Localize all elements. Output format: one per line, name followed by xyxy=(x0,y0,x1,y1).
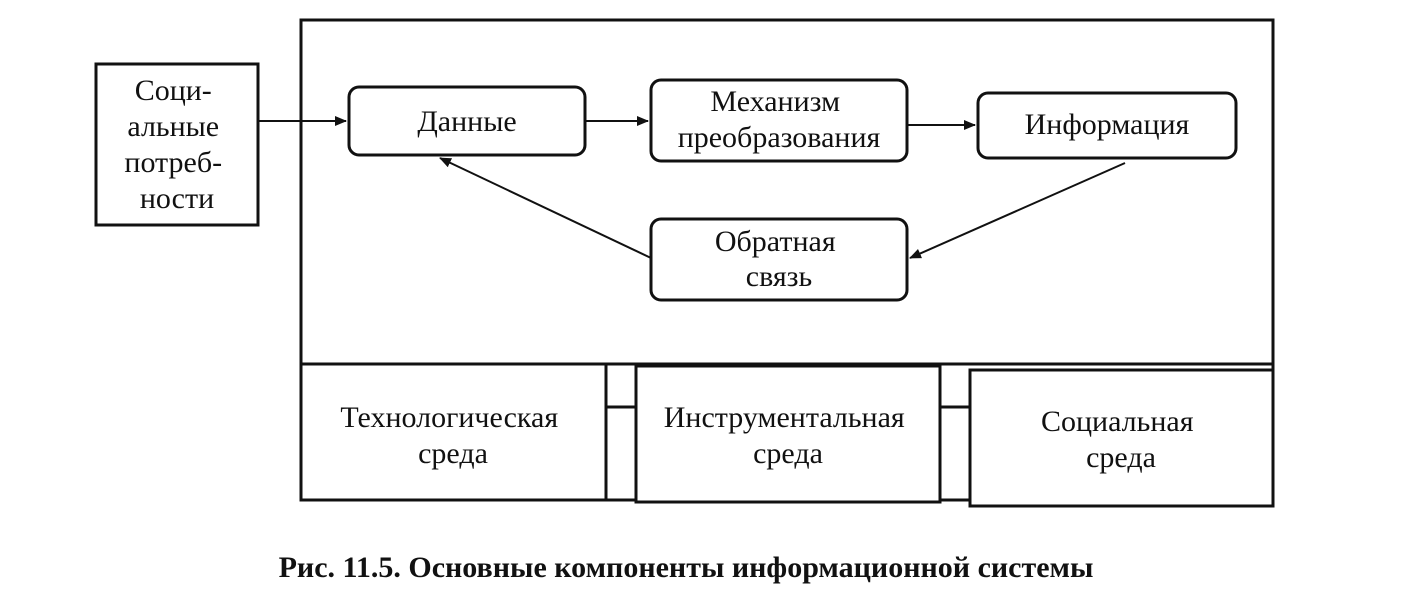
information-box xyxy=(976,91,1238,160)
arrow-information-to-feedback xyxy=(909,162,1126,259)
mechanism-label: Механизм преобразования xyxy=(678,85,881,154)
figure-caption: Рис. 11.5. Основные компоненты информаци… xyxy=(279,551,1094,584)
social-needs-label: Соци- альные потреб- ности xyxy=(124,74,229,215)
mechanism-box xyxy=(649,78,909,163)
instrumental-environment-label: Инструментальная среда xyxy=(664,401,912,470)
social-needs-box xyxy=(94,62,260,227)
feedback-box xyxy=(649,217,909,302)
technological-environment-label: Технологическая среда xyxy=(340,401,565,470)
information-label: Информация xyxy=(1025,108,1190,141)
data-label: Данные xyxy=(417,105,516,138)
arrow-feedback-to-data xyxy=(439,157,652,259)
feedback-label: Обратная связь xyxy=(715,225,843,293)
social-environment-label: Социальная среда xyxy=(1041,405,1201,474)
instrumental-environment-box xyxy=(634,364,942,504)
social-environment-box xyxy=(968,368,1275,508)
technological-environment-box xyxy=(299,362,608,502)
